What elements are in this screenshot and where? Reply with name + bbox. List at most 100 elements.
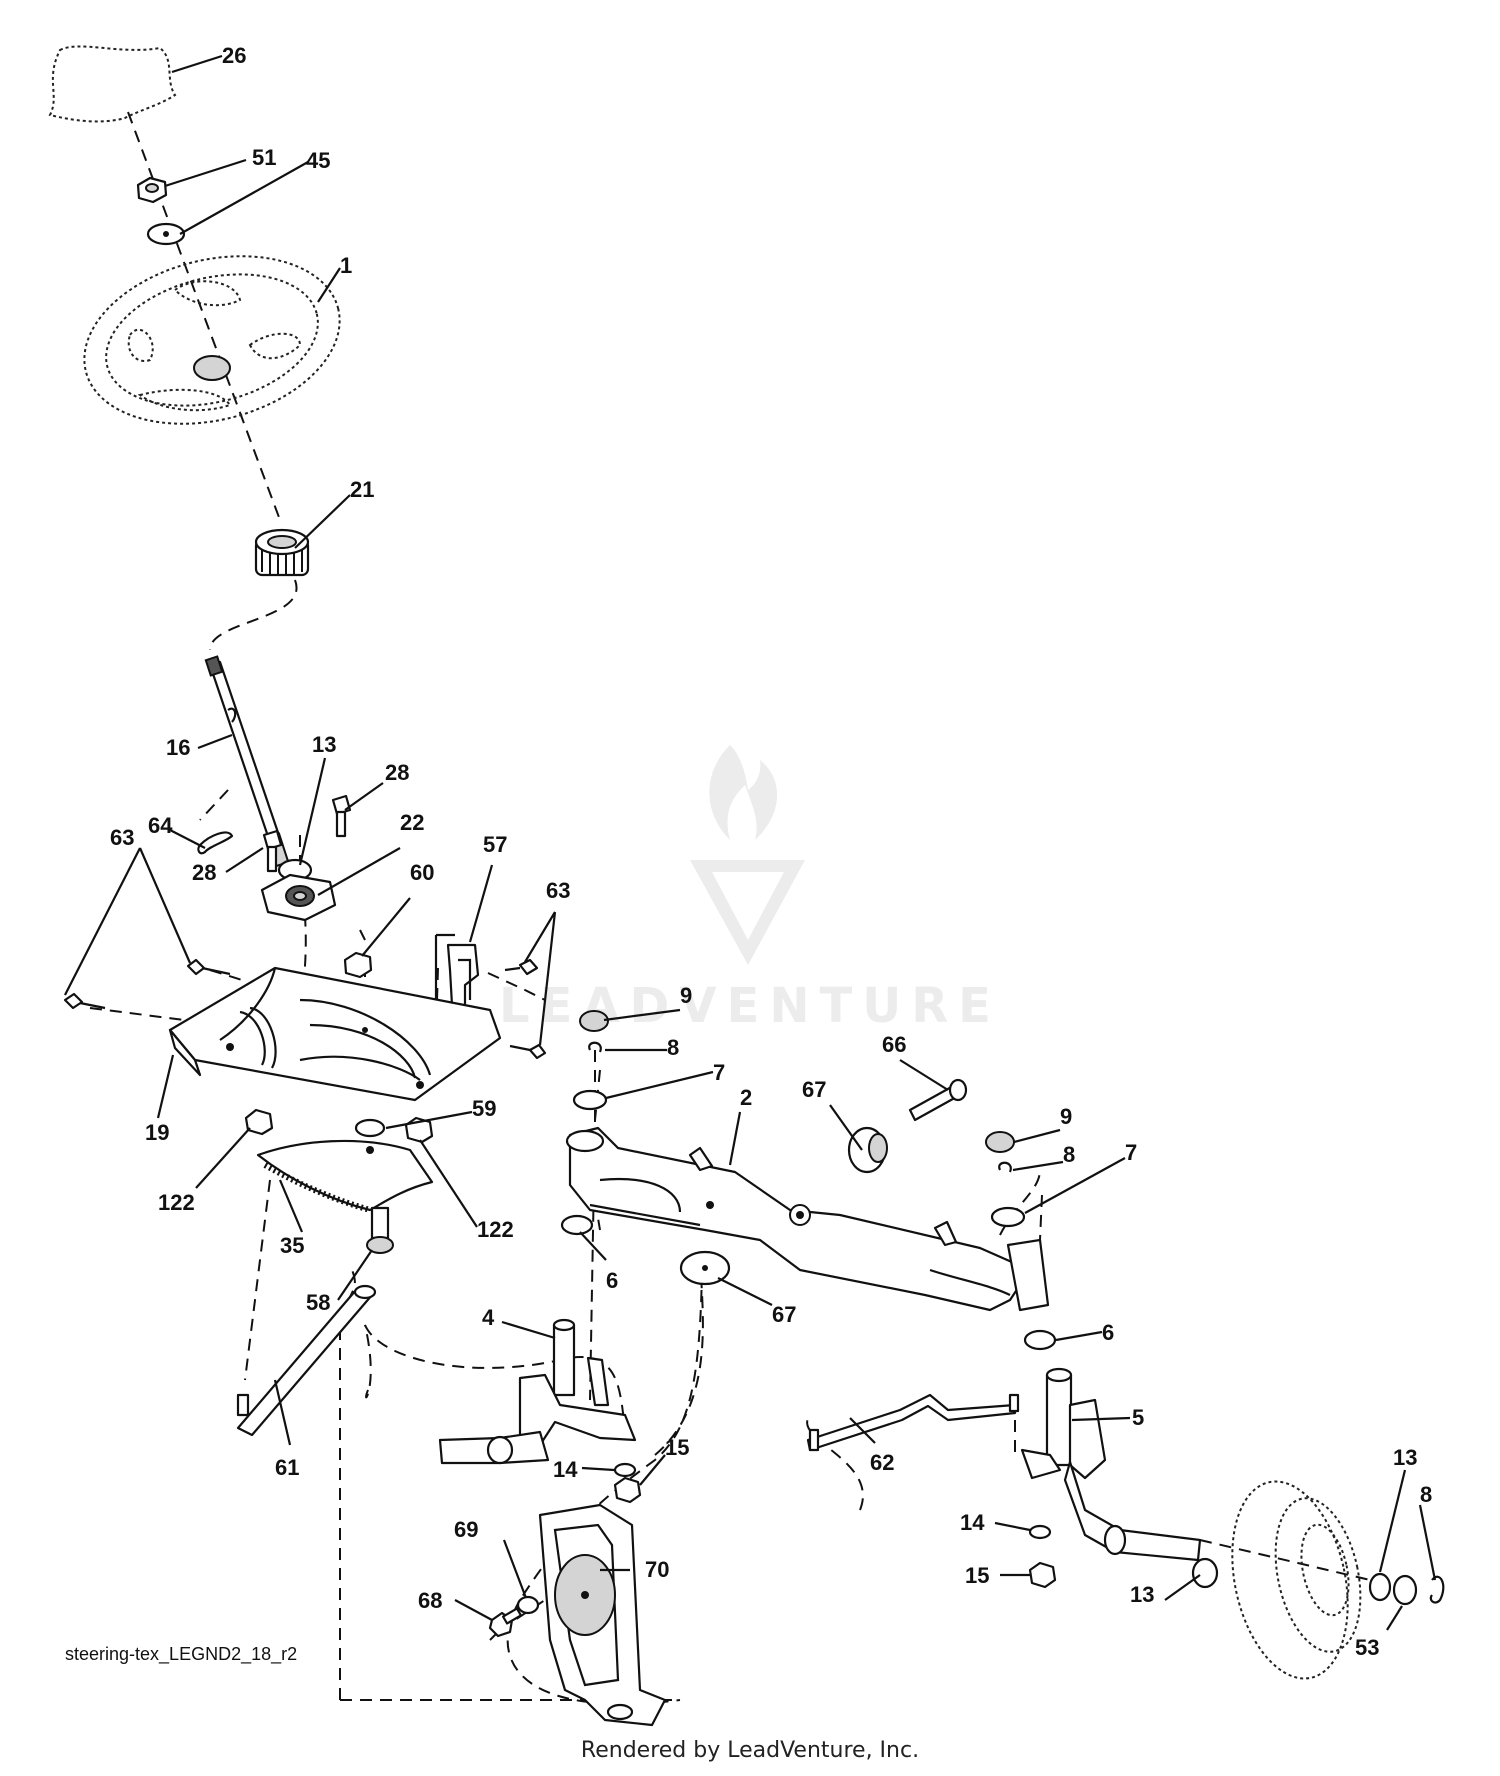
callout-9-2: 9 bbox=[1060, 1104, 1072, 1129]
callout-45: 45 bbox=[306, 148, 330, 173]
part-14-washer bbox=[613, 1462, 637, 1478]
part-9-cap bbox=[579, 1010, 609, 1032]
part-58-shoulder-bolt bbox=[366, 1206, 394, 1254]
callout-14: 14 bbox=[553, 1457, 578, 1482]
part-22-flange-bearing bbox=[260, 873, 337, 922]
part-8-retainer bbox=[588, 1041, 602, 1053]
callout-13: 13 bbox=[312, 732, 336, 757]
part-63-bolt-3 bbox=[504, 958, 539, 976]
part-14-washer-2 bbox=[1028, 1524, 1052, 1540]
callout-leaders bbox=[64, 54, 1437, 1631]
part-63-bolt-2 bbox=[63, 992, 106, 1010]
callout-8: 8 bbox=[667, 1035, 679, 1060]
part-26-steering-cap bbox=[48, 45, 177, 123]
part-1-steering-wheel bbox=[83, 255, 341, 425]
part-28-bolt bbox=[331, 794, 352, 838]
callout-13-3: 13 bbox=[1393, 1445, 1417, 1470]
callout-67: 67 bbox=[802, 1077, 826, 1102]
callout-9: 9 bbox=[680, 983, 692, 1008]
part-67-bushing bbox=[847, 1126, 888, 1174]
callout-53: 53 bbox=[1355, 1635, 1379, 1660]
callout-63-2: 63 bbox=[546, 878, 570, 903]
part-8-retainer-2 bbox=[998, 1161, 1012, 1173]
render-credit: Rendered by LeadVenture, Inc. bbox=[580, 1738, 920, 1763]
part-61-drag-link bbox=[236, 1284, 377, 1437]
part-13-washer-2 bbox=[1191, 1557, 1219, 1589]
callout-22: 22 bbox=[400, 810, 424, 835]
part-63-bolt bbox=[186, 958, 231, 976]
callout-62: 62 bbox=[870, 1450, 894, 1475]
part-63-bolt-4 bbox=[509, 1043, 547, 1060]
leadventure-watermark: LEADVENTURE bbox=[499, 745, 1001, 1034]
callout-1: 1 bbox=[340, 253, 352, 278]
part-7-washer bbox=[572, 1089, 608, 1111]
part-15-nut-2 bbox=[1028, 1561, 1057, 1589]
part-28-bolt-2 bbox=[262, 829, 283, 873]
callout-6: 6 bbox=[606, 1268, 618, 1293]
callout-122-2: 122 bbox=[477, 1217, 514, 1242]
callout-5: 5 bbox=[1132, 1405, 1144, 1430]
callout-60: 60 bbox=[410, 860, 434, 885]
callout-28-2: 28 bbox=[192, 860, 216, 885]
callout-8-2: 8 bbox=[1063, 1142, 1075, 1167]
callout-68: 68 bbox=[418, 1588, 442, 1613]
part-68-bolt bbox=[488, 1607, 523, 1638]
callout-21: 21 bbox=[350, 477, 374, 502]
part-122-nut bbox=[244, 1108, 274, 1136]
callout-51: 51 bbox=[252, 145, 276, 170]
wheel-ghost bbox=[1231, 1480, 1362, 1680]
part-64-hairpin bbox=[197, 831, 234, 855]
callout-63: 63 bbox=[110, 825, 134, 850]
callout-14-2: 14 bbox=[960, 1510, 985, 1535]
callout-58: 58 bbox=[306, 1290, 330, 1315]
part-60-nut bbox=[343, 951, 373, 979]
callout-69: 69 bbox=[454, 1517, 478, 1542]
callout-64: 64 bbox=[148, 813, 173, 838]
part-9-cap-2 bbox=[985, 1131, 1015, 1153]
part-21-pinion-gear bbox=[254, 528, 310, 577]
callout-13-2: 13 bbox=[1130, 1582, 1154, 1607]
callout-2: 2 bbox=[740, 1085, 752, 1110]
part-4-spindle-left bbox=[438, 1318, 637, 1465]
callout-59: 59 bbox=[472, 1096, 496, 1121]
callout-57: 57 bbox=[483, 832, 507, 857]
callout-labels: 26 51 45 1 21 16 13 28 64 22 63 28 60 57… bbox=[110, 43, 1432, 1660]
callout-6-2: 6 bbox=[1102, 1320, 1114, 1345]
part-19-steering-plate bbox=[168, 966, 502, 1102]
part-15-nut bbox=[613, 1476, 642, 1504]
watermark-text: LEADVENTURE bbox=[499, 978, 1001, 1034]
callout-122: 122 bbox=[158, 1190, 195, 1215]
part-2-front-axle bbox=[565, 1126, 1032, 1312]
callout-8-3: 8 bbox=[1420, 1482, 1432, 1507]
drawing-id: steering-tex_LEGND2_18_r2 bbox=[65, 1644, 297, 1665]
part-70-deflector bbox=[538, 1503, 667, 1727]
part-53-washer bbox=[1392, 1574, 1418, 1606]
part-66-pivot-bolt bbox=[908, 1078, 968, 1122]
part-7-washer-2 bbox=[990, 1206, 1026, 1228]
callout-61: 61 bbox=[275, 1455, 299, 1480]
callout-16: 16 bbox=[166, 735, 190, 760]
callout-70: 70 bbox=[645, 1557, 669, 1582]
part-6-washer bbox=[560, 1214, 594, 1236]
part-62-tie-rod bbox=[806, 1393, 1020, 1452]
callout-15: 15 bbox=[665, 1435, 689, 1460]
part-51-nut bbox=[136, 176, 168, 204]
callout-7: 7 bbox=[713, 1060, 725, 1085]
callout-26: 26 bbox=[222, 43, 246, 68]
callout-35: 35 bbox=[280, 1233, 304, 1258]
part-13-washer-3 bbox=[1368, 1572, 1392, 1602]
callout-4: 4 bbox=[482, 1305, 495, 1330]
part-35-sector-gear bbox=[256, 1139, 434, 1213]
callout-67-2: 67 bbox=[772, 1302, 796, 1327]
callout-15-2: 15 bbox=[965, 1563, 989, 1588]
part-8-retainer-3 bbox=[1429, 1575, 1445, 1604]
part-59-washer bbox=[354, 1118, 386, 1138]
callout-28: 28 bbox=[385, 760, 409, 785]
assembly-lines bbox=[89, 111, 1371, 1705]
part-6-washer-2 bbox=[1023, 1329, 1057, 1351]
callout-19: 19 bbox=[145, 1120, 169, 1145]
axle-right-kingpin-tube bbox=[1006, 1238, 1050, 1312]
part-69-washer bbox=[516, 1595, 540, 1615]
callout-66: 66 bbox=[882, 1032, 906, 1057]
